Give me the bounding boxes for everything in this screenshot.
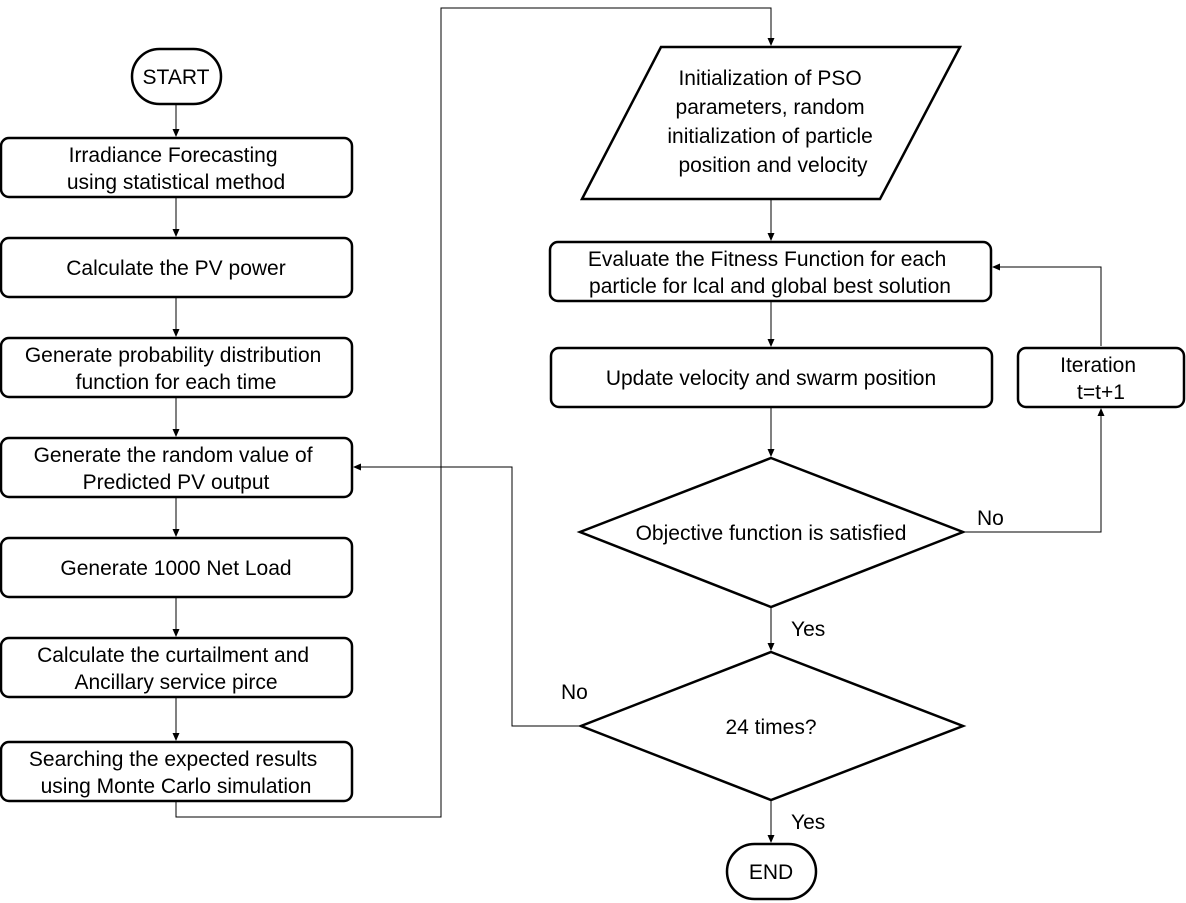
node-start-label: START: [143, 66, 210, 89]
node-objective-decision: Objective function is satisfied: [576, 456, 967, 609]
node-end-label: END: [749, 861, 793, 884]
node-random-value-label: Generate the random value of Predicted P…: [34, 444, 319, 494]
node-24-times-decision: 24 times?: [577, 650, 967, 802]
node-net-load-label: Generate 1000 Net Load: [60, 557, 291, 580]
connectors: [172, 7, 1105, 843]
node-iteration: Iteration t=t+1: [1016, 346, 1186, 409]
node-start: START: [130, 47, 223, 106]
node-random-value: Generate the random value of Predicted P…: [0, 436, 354, 499]
edge-label-objective-yes: Yes: [791, 618, 825, 641]
node-curtailment: Calculate the curtailment and Ancillary …: [0, 636, 354, 699]
node-update-velocity-label: Update velocity and swarm position: [606, 367, 936, 390]
node-iteration-label: Iteration t=t+1: [1060, 354, 1142, 404]
edge-times24-random: [353, 463, 581, 727]
edge-montecarlo-psoinit: [175, 7, 775, 818]
edge-iteration-fitness: [992, 263, 1102, 346]
node-24-times-decision-label: 24 times?: [725, 716, 816, 739]
node-end: END: [725, 842, 818, 901]
node-irradiance-forecasting-label: Irradiance Forecasting using statistical…: [67, 144, 285, 194]
edge-label-objective-no: No: [977, 507, 1004, 530]
edge-label-times24-yes: Yes: [791, 811, 825, 834]
node-probability-distribution: Generate probability distribution functi…: [0, 336, 354, 399]
edge-objective-iteration: [963, 408, 1105, 533]
node-objective-decision-label: Objective function is satisfied: [636, 522, 907, 545]
node-monte-carlo-label: Searching the expected results using Mon…: [29, 748, 323, 798]
node-probability-distribution-label: Generate probability distribution functi…: [25, 344, 327, 394]
node-calculate-pv-power: Calculate the PV power: [0, 236, 354, 299]
node-fitness-function: Evaluate the Fitness Function for each p…: [548, 240, 993, 303]
edge-label-times24-no: No: [561, 681, 588, 704]
node-calculate-pv-power-label: Calculate the PV power: [66, 257, 285, 280]
node-fitness-function-label: Evaluate the Fitness Function for each p…: [588, 248, 952, 298]
node-pso-initialization: Initialization of PSO parameters, random…: [579, 45, 963, 201]
node-curtailment-label: Calculate the curtailment and Ancillary …: [37, 644, 315, 694]
node-net-load: Generate 1000 Net Load: [0, 536, 354, 599]
node-update-velocity: Update velocity and swarm position: [549, 346, 994, 409]
node-irradiance-forecasting: Irradiance Forecasting using statistical…: [0, 136, 354, 199]
node-monte-carlo: Searching the expected results using Mon…: [0, 740, 354, 803]
node-pso-initialization-label: Initialization of PSO parameters, random…: [667, 67, 878, 177]
